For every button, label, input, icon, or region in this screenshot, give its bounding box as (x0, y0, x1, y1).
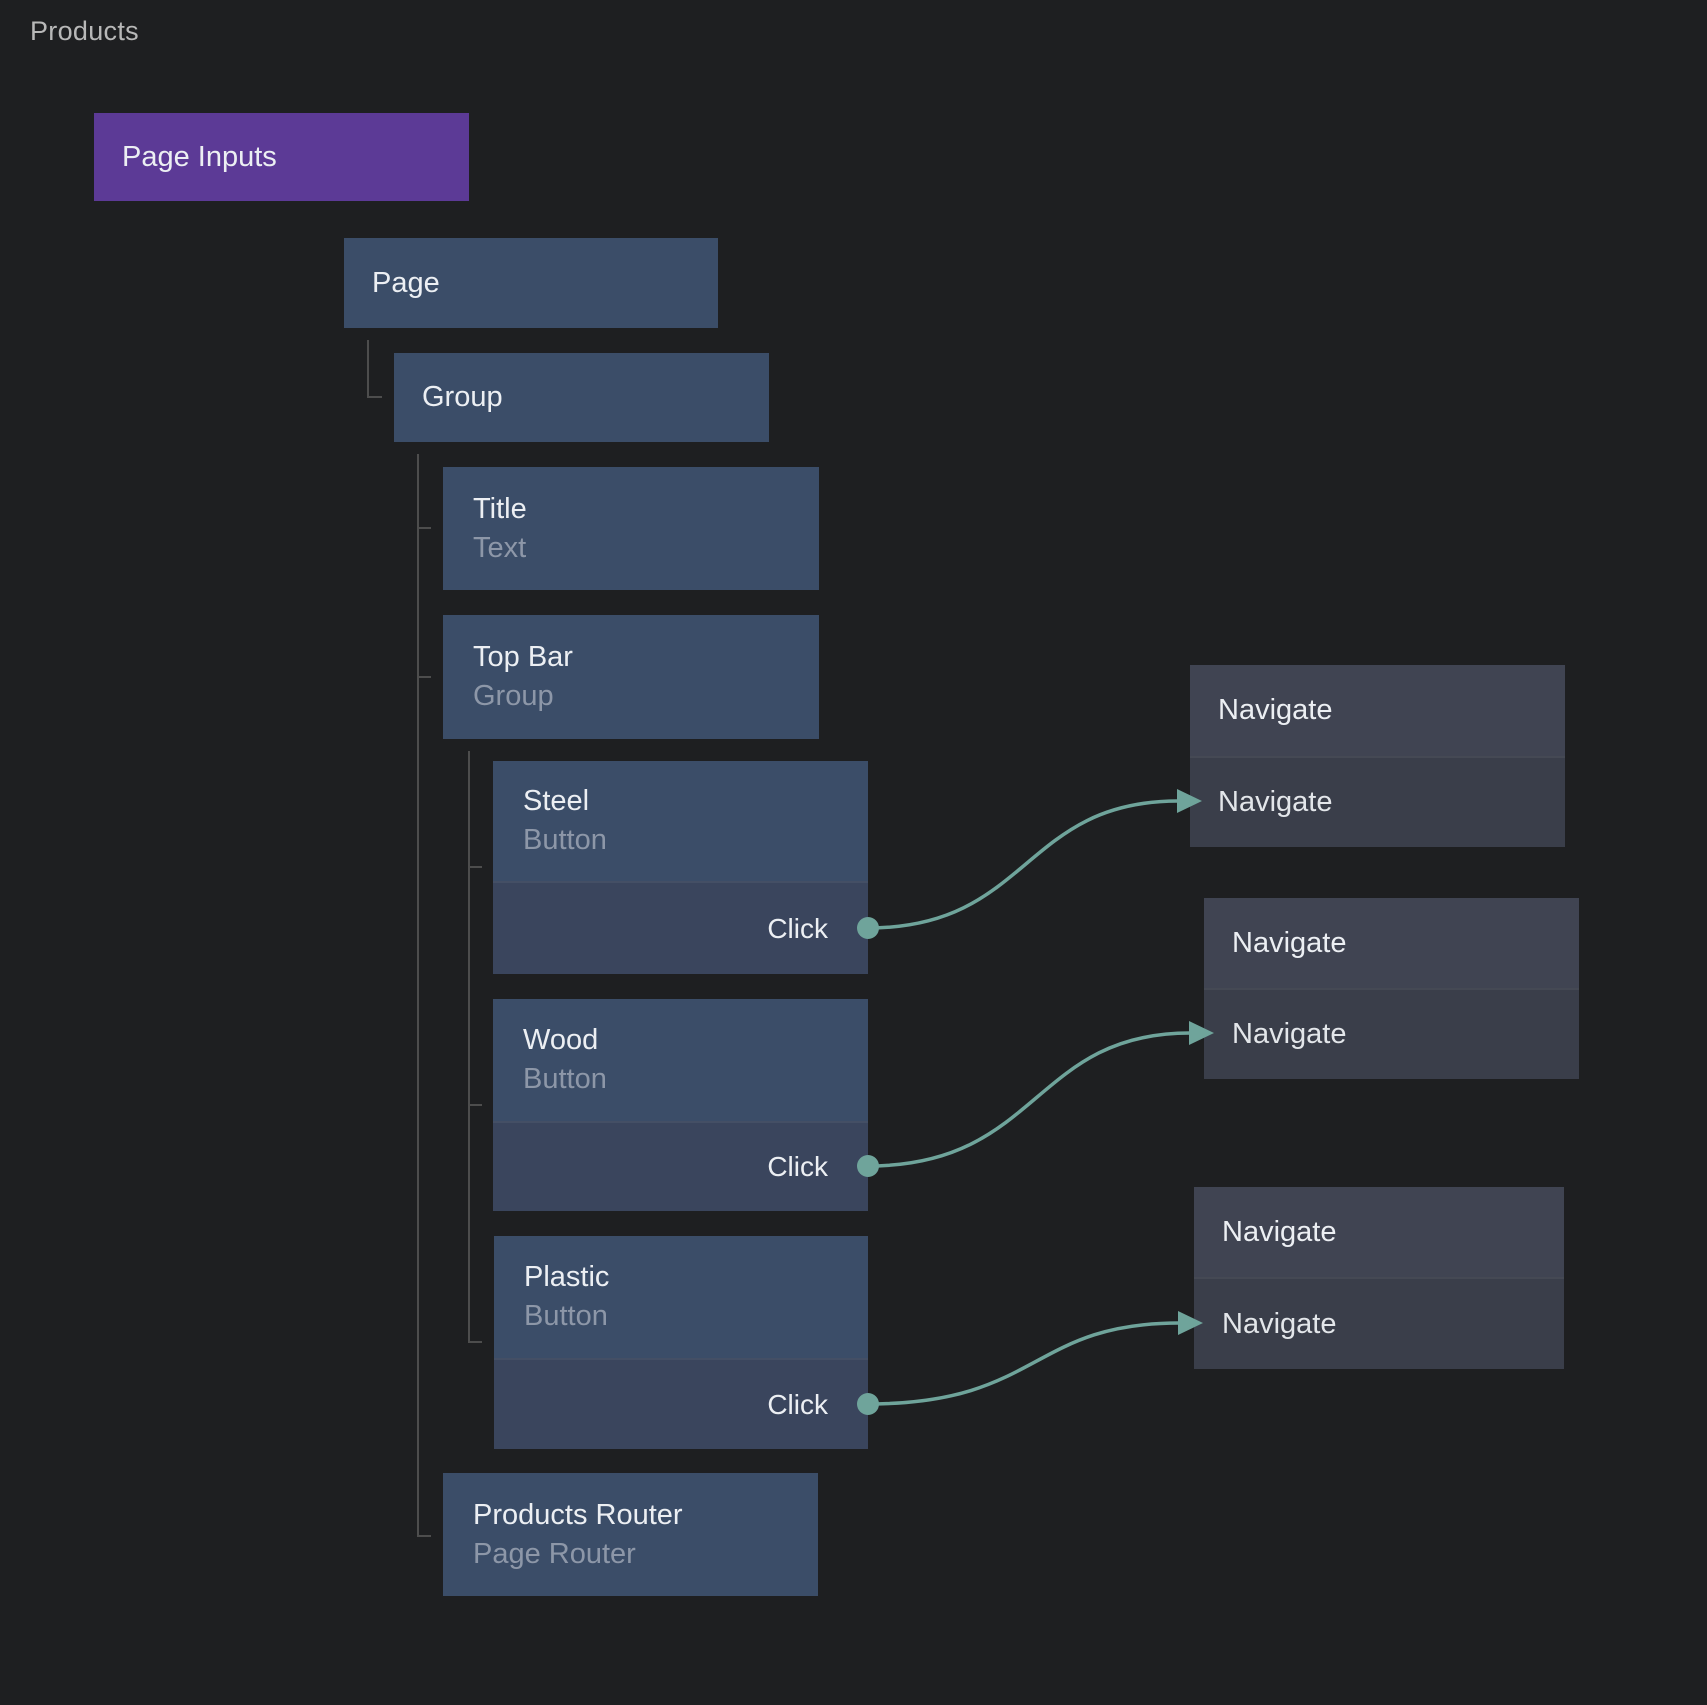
click-event-row[interactable]: Click (494, 1358, 868, 1449)
node-label: Group (422, 381, 503, 413)
node-type-label: Group (473, 680, 554, 712)
node-label: Steel (523, 785, 590, 817)
node-steel-button[interactable]: Steel Button Click (493, 761, 868, 974)
tree-line-group-children (417, 454, 431, 1537)
action-node-navigate-steel[interactable]: Navigate Navigate (1190, 665, 1565, 847)
node-type-label: Button (523, 824, 607, 856)
action-step-navigate[interactable]: Navigate (1204, 988, 1579, 1079)
connection-wood-click-navigate[interactable] (857, 1021, 1214, 1177)
wire-curve (867, 1031, 1191, 1168)
node-label: Top Bar (473, 641, 573, 673)
node-page-inputs[interactable]: Page Inputs (94, 113, 469, 201)
action-step-navigate[interactable]: Navigate (1190, 756, 1565, 847)
action-header: Navigate (1194, 1187, 1564, 1277)
node-label: Plastic (524, 1261, 610, 1293)
action-step-label: Navigate (1218, 786, 1333, 818)
action-header: Navigate (1204, 898, 1579, 988)
node-label: Page Inputs (122, 140, 277, 173)
click-event-label: Click (767, 1151, 828, 1182)
node-type-label: Button (523, 1063, 607, 1095)
wire-curve (867, 1321, 1180, 1406)
action-step-label: Navigate (1232, 1018, 1347, 1050)
node-page[interactable]: Page (344, 238, 718, 328)
node-label: Page (372, 266, 440, 299)
click-event-label: Click (767, 912, 828, 944)
click-event-row[interactable]: Click (493, 881, 868, 974)
node-group[interactable]: Group (394, 353, 769, 442)
node-label: Title (473, 492, 527, 525)
click-event-row[interactable]: Click (493, 1121, 868, 1211)
action-step-navigate[interactable]: Navigate (1194, 1277, 1564, 1369)
action-node-navigate-wood[interactable]: Navigate Navigate (1204, 898, 1579, 1079)
node-type-label: Page Router (473, 1537, 636, 1570)
node-type-label: Text (473, 531, 527, 564)
node-label: Wood (523, 1024, 599, 1056)
node-plastic-button[interactable]: Plastic Button Click (494, 1236, 868, 1449)
node-type-label: Button (524, 1300, 608, 1332)
click-event-label: Click (767, 1388, 828, 1420)
action-step-label: Navigate (1222, 1307, 1337, 1340)
action-title: Navigate (1218, 694, 1333, 726)
action-title: Navigate (1232, 926, 1347, 959)
tree-line-page-group (367, 340, 382, 398)
action-node-navigate-plastic[interactable]: Navigate Navigate (1194, 1187, 1564, 1369)
node-products-router[interactable]: Products Router Page Router (443, 1473, 818, 1596)
action-header: Navigate (1190, 665, 1565, 756)
tree-line-topbar-children (468, 751, 482, 1343)
connection-steel-click-navigate[interactable] (857, 789, 1202, 939)
action-title: Navigate (1222, 1215, 1337, 1248)
node-wood-button[interactable]: Wood Button Click (493, 999, 868, 1211)
node-top-bar[interactable]: Top Bar Group (443, 615, 819, 739)
connection-plastic-click-navigate[interactable] (857, 1311, 1203, 1415)
node-title[interactable]: Title Text (443, 467, 819, 590)
node-label: Products Router (473, 1498, 683, 1531)
wire-curve (867, 799, 1179, 930)
page-title: Products (30, 16, 139, 46)
